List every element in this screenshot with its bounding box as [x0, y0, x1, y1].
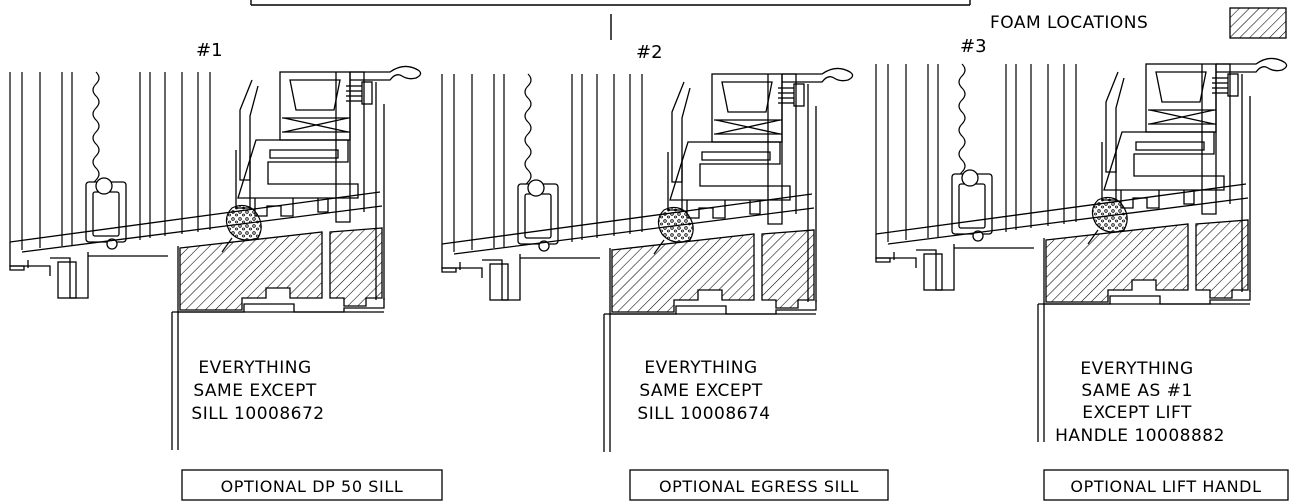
detail-notes-1: EVERYTHING SAME EXCEPT SILL 10008672: [191, 358, 324, 424]
detail-caption-2: OPTIONAL EGRESS SILL: [629, 469, 889, 501]
detail-caption-3: OPTIONAL LIFT HANDL: [1043, 469, 1289, 501]
top-frame-box: [250, 0, 971, 40]
foam-legend: FOAM LOCATIONS: [990, 7, 1287, 39]
detail-number-3: #3: [960, 36, 987, 57]
foam-legend-label: FOAM LOCATIONS: [990, 13, 1148, 33]
detail-caption-text-1: OPTIONAL DP 50 SILL: [221, 477, 404, 496]
detail-notes-3: EVERYTHING SAME AS #1 EXCEPT LIFT HANDLE…: [1055, 359, 1225, 446]
detail-number-1: #1: [196, 40, 223, 61]
sill-detail-2: #2 EVERYTHING SAME EXCEPT SILL 10008674 …: [441, 42, 889, 501]
detail-number-2: #2: [636, 42, 663, 63]
detail-caption-text-2: OPTIONAL EGRESS SILL: [659, 477, 859, 496]
detail-notes-2: EVERYTHING SAME EXCEPT SILL 10008674: [637, 358, 770, 424]
sill-detail-1: #1 EVERYTHING SAME EXCEPT SILL 10008672 …: [9, 40, 443, 501]
sill-detail-3: #3 EVERYTHING SAME AS #1 EXCEPT LIFT HAN…: [875, 36, 1289, 501]
detail-caption-text-3: OPTIONAL LIFT HANDL: [1070, 477, 1261, 496]
foam-hatch-swatch: [1229, 7, 1287, 39]
detail-caption-1: OPTIONAL DP 50 SILL: [181, 469, 443, 501]
